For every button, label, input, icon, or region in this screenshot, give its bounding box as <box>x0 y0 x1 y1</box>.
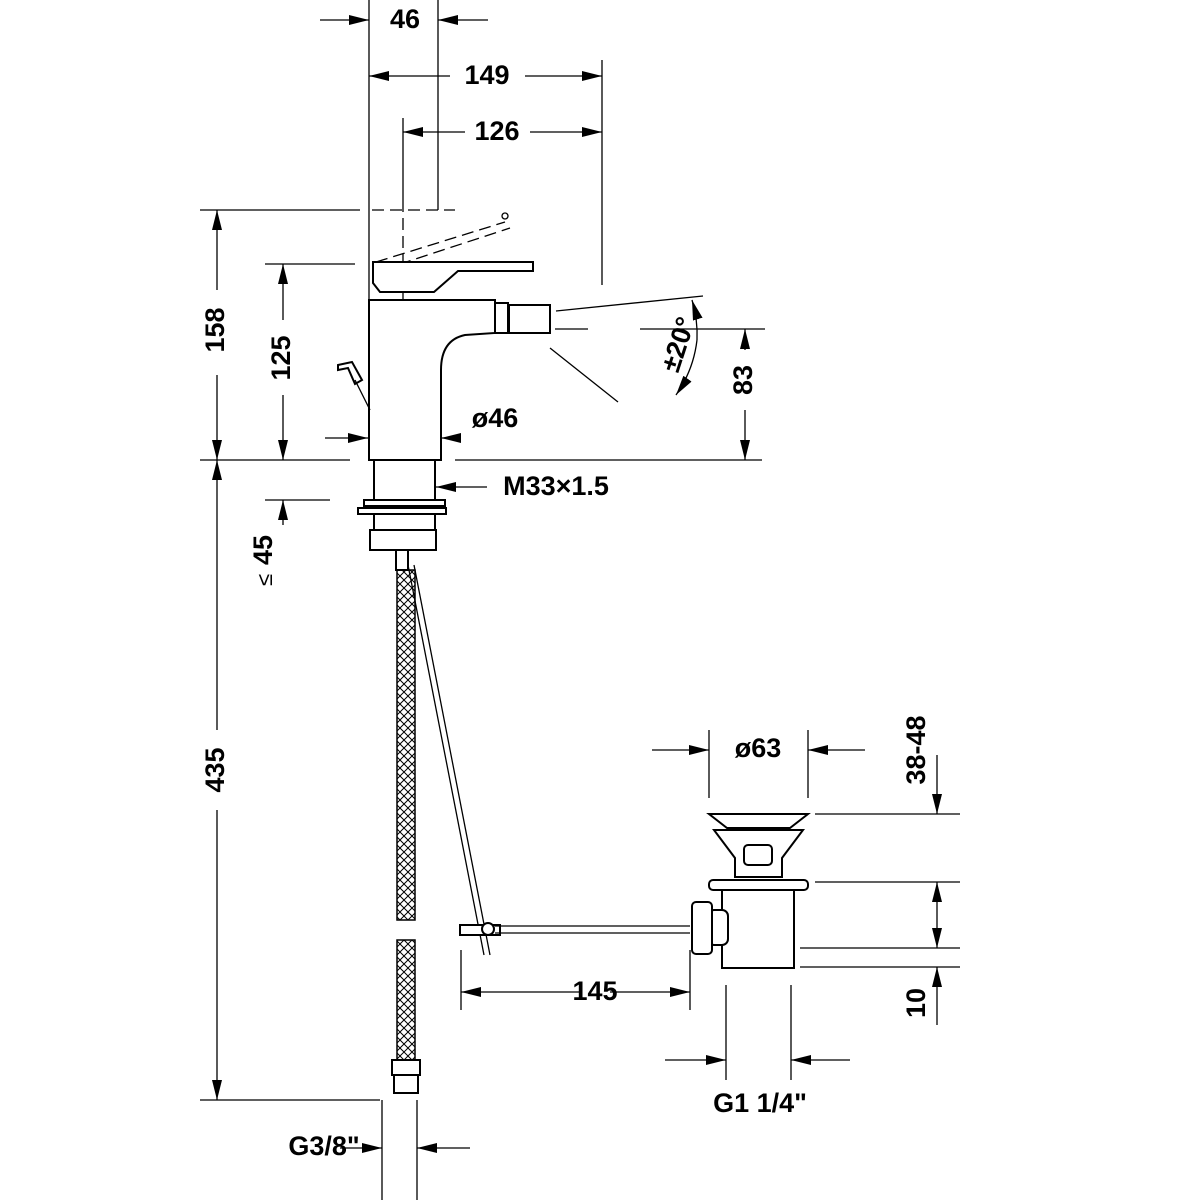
label-max-symbol: ≤ <box>252 574 277 586</box>
dimension-arrows <box>212 14 942 1153</box>
label-hose-connection: G3/8" <box>288 1131 359 1161</box>
label-waste-thread: G1 1/4" <box>713 1088 807 1118</box>
label-thread: M33×1.5 <box>503 471 609 501</box>
extension-lines <box>200 0 960 1200</box>
hose <box>391 569 421 1094</box>
label-deck-thickness: 45 <box>248 535 278 565</box>
label-rod-length: 145 <box>572 976 617 1006</box>
label-spout-reach: 126 <box>474 116 519 146</box>
label-body-height: 125 <box>266 335 296 380</box>
label-total-height: 158 <box>200 307 230 352</box>
pull-rod <box>407 564 690 956</box>
label-hose-length: 435 <box>200 747 230 792</box>
faucet-body <box>337 212 551 571</box>
dimension-labels: 46 149 126 158 125 83 ±20° ø46 M33×1.5 4… <box>200 4 931 1161</box>
label-spout-height: 83 <box>728 365 758 395</box>
label-waste-range: 38-48 <box>901 715 931 784</box>
label-spout-angle: ±20° <box>655 313 701 375</box>
waste-fitting <box>691 813 811 969</box>
label-body-diameter: ø46 <box>472 403 519 433</box>
label-total-depth: 149 <box>464 60 509 90</box>
label-waste-offset: 10 <box>901 988 931 1018</box>
label-lever-offset: 46 <box>390 4 420 34</box>
label-waste-diameter: ø63 <box>735 733 782 763</box>
